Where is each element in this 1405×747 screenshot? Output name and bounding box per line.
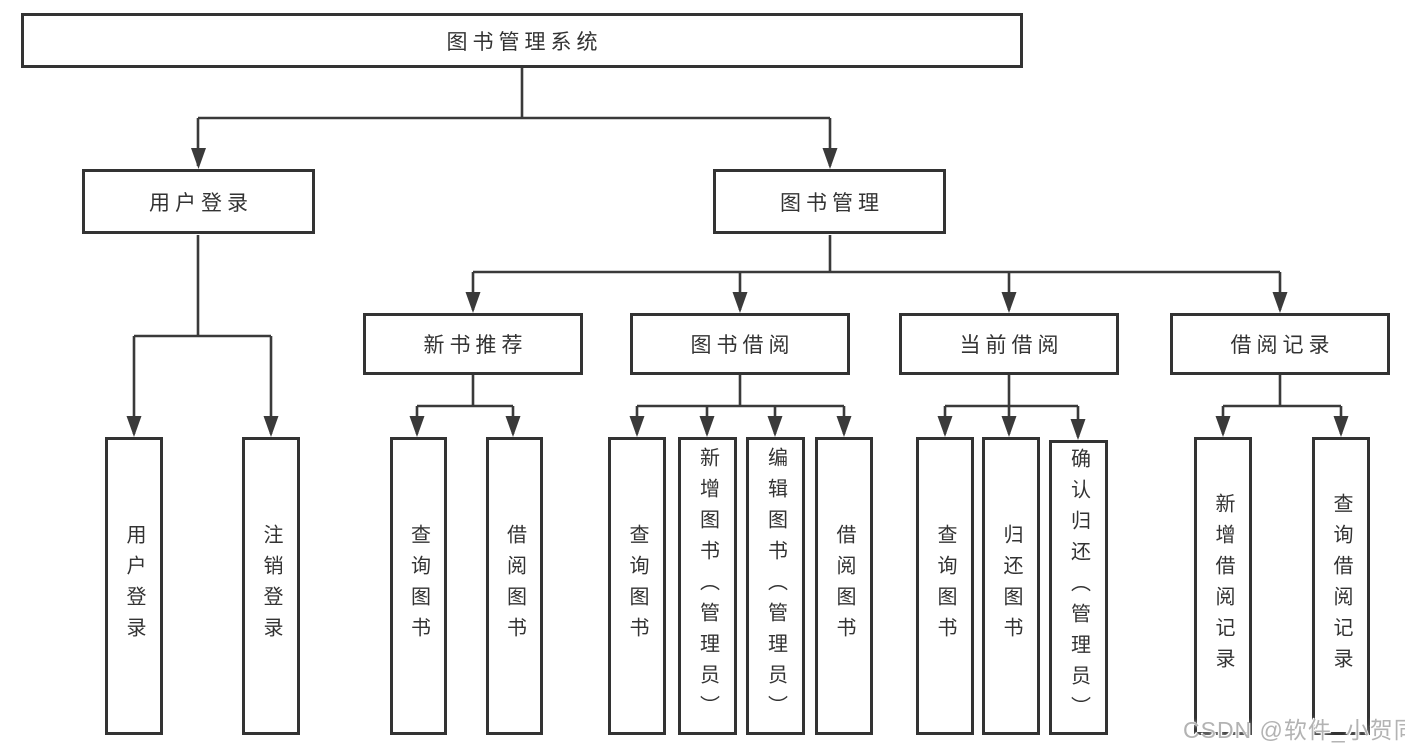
node-new-book-recommend-label: 新书推荐 [423, 334, 528, 357]
node-book-management-label: 图书管理 [780, 191, 884, 215]
leaf-add-book-admin-label: 新增图书（管理员） [696, 446, 719, 726]
arrowhead-icons [126, 148, 1349, 440]
leaf-add-book-admin: 新增图书（管理员） [678, 437, 737, 735]
leaf-add-borrow-record-label: 新增借阅记录 [1212, 493, 1234, 679]
leaf-query-book-current: 查询图书 [916, 437, 974, 735]
node-user-login: 用户登录 [82, 169, 315, 234]
leaf-edit-book-admin-label: 编辑图书（管理员） [764, 446, 787, 726]
leaf-user-login: 用户登录 [105, 437, 163, 735]
leaf-borrow-book-label: 借阅图书 [833, 524, 855, 648]
node-book-borrow: 图书借阅 [630, 313, 850, 375]
leaf-borrow-book: 借阅图书 [815, 437, 873, 735]
leaf-return-book: 归还图书 [982, 437, 1040, 735]
leaf-add-borrow-record: 新增借阅记录 [1194, 437, 1252, 735]
node-new-book-recommend: 新书推荐 [363, 313, 583, 375]
watermark: CSDN @软件_小贺同学 [1183, 717, 1405, 743]
leaf-borrow-book-recommend-label: 借阅图书 [503, 524, 526, 648]
leaf-query-book-borrow-label: 查询图书 [626, 524, 648, 648]
leaf-query-book-current-label: 查询图书 [934, 524, 956, 648]
leaf-edit-book-admin: 编辑图书（管理员） [746, 437, 805, 735]
node-borrow-records: 借阅记录 [1170, 313, 1390, 375]
leaf-query-borrow-record-label: 查询借阅记录 [1330, 493, 1352, 679]
leaf-logout: 注销登录 [242, 437, 300, 735]
node-root-label: 图书管理系统 [446, 30, 603, 54]
leaf-query-book-borrow: 查询图书 [608, 437, 666, 735]
leaf-query-book-recommend-label: 查询图书 [407, 524, 430, 648]
leaf-confirm-return-admin: 确认归还（管理员） [1049, 440, 1108, 735]
leaf-query-book-recommend: 查询图书 [390, 437, 447, 735]
node-current-borrow: 当前借阅 [899, 313, 1119, 375]
leaf-logout-label: 注销登录 [260, 524, 282, 648]
leaf-query-borrow-record: 查询借阅记录 [1312, 437, 1370, 735]
leaf-confirm-return-admin-label: 确认归还（管理员） [1067, 448, 1090, 727]
node-book-management: 图书管理 [713, 169, 946, 234]
leaf-user-login-label: 用户登录 [123, 524, 145, 648]
leaf-borrow-book-recommend: 借阅图书 [486, 437, 543, 735]
node-current-borrow-label: 当前借阅 [959, 334, 1064, 357]
node-root: 图书管理系统 [21, 13, 1023, 68]
node-book-borrow-label: 图书借阅 [690, 334, 795, 357]
connector-paths [132, 66, 1343, 437]
leaf-return-book-label: 归还图书 [1000, 524, 1022, 648]
node-user-login-label: 用户登录 [149, 191, 253, 215]
node-borrow-records-label: 借阅记录 [1230, 334, 1335, 357]
